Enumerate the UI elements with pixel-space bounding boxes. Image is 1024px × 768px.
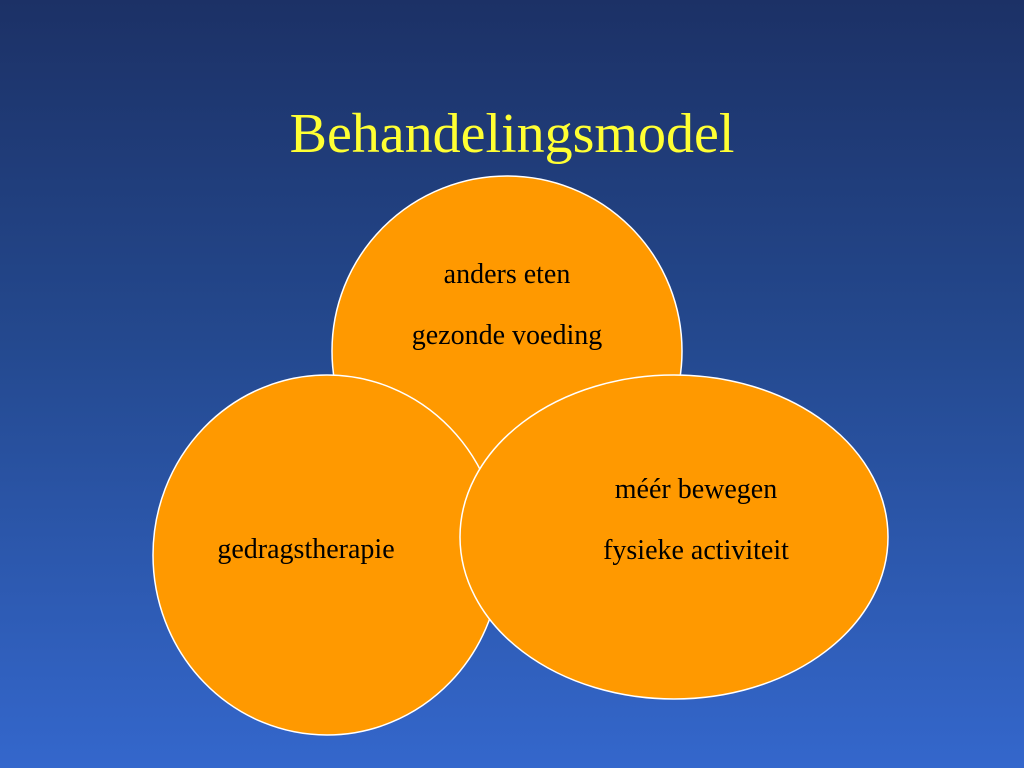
circle-physical-activity-label-line-1: méér bewegen (614, 474, 778, 505)
circle-nutrition-label-line-1: anders eten (443, 259, 571, 290)
circle-nutrition-label-line-2: gezonde voeding (411, 320, 603, 351)
circle-physical-activity-label-line-2: fysieke activiteit (603, 535, 789, 566)
circle-physical-activity-label: méér bewegen fysieke activiteit (546, 474, 846, 567)
circle-behavior-therapy-label: gedragstherapie (156, 534, 456, 566)
circle-physical-activity (459, 374, 889, 700)
slide-title: Behandelingsmodel (289, 103, 735, 165)
circle-behavior-therapy-label-line-1: gedragstherapie (217, 534, 395, 565)
circle-nutrition-label: anders eten gezonde voeding (332, 259, 682, 352)
